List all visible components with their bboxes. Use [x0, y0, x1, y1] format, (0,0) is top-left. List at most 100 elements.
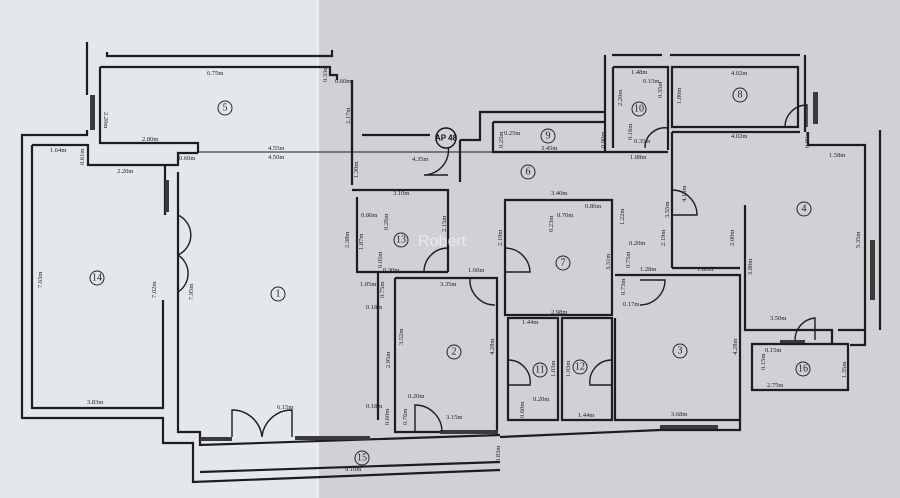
dim-label: 0.15m	[643, 78, 659, 85]
dim-label: 0.60m	[179, 155, 195, 162]
room-16-number: 16	[798, 364, 808, 375]
dim-label: 9.10m	[345, 466, 361, 473]
room-1-number: 1	[276, 289, 281, 300]
dim-label: 0.35m	[657, 82, 664, 98]
room-7-number: 7	[561, 258, 566, 269]
dim-label: 3.55m	[664, 202, 671, 218]
room-8-number: 8	[738, 90, 743, 101]
paper-left-panel	[0, 0, 318, 498]
room-11-number: 11	[535, 365, 545, 376]
dim-label: 0.18m	[366, 403, 382, 410]
dim-label: 3.10m	[393, 190, 409, 197]
dim-label: 1.44m	[522, 319, 538, 326]
dim-label: 3.50m	[770, 315, 786, 322]
dimension-labels: 6.75m 2.20m 2.80m 0.33m 0.60m 2.17m 1.64…	[37, 66, 862, 473]
dim-label: 5.35m	[855, 232, 862, 248]
dim-label: 2.19m	[660, 230, 667, 246]
dim-label: 4.35m	[412, 156, 428, 163]
dim-label: 1.22m	[619, 209, 626, 225]
dim-label: 4.50m	[268, 154, 284, 161]
dim-label: 2.38m	[344, 232, 351, 248]
dim-label: 7.63m	[37, 272, 44, 288]
dim-label: 3.40m	[551, 190, 567, 197]
dim-label: 2.98m	[551, 309, 567, 316]
dim-label: 3.15m	[446, 414, 462, 421]
dim-label: 0.60m	[384, 409, 391, 425]
dim-label: 0.15m	[760, 354, 767, 370]
dim-label: 1.44m	[578, 412, 594, 419]
doors	[177, 104, 816, 438]
dim-label: 1.03m	[550, 361, 557, 377]
dim-label: 1.88m	[630, 154, 646, 161]
windows	[90, 92, 875, 441]
dim-label: 0.70m	[557, 212, 573, 219]
dim-label: 4.13m	[681, 186, 688, 202]
room-6-number: 6	[526, 167, 531, 178]
dim-label: 0.16m	[627, 124, 634, 140]
dim-label: 0.15m	[765, 347, 781, 354]
dim-label: 0.35m	[634, 138, 650, 145]
dim-label: 4.02m	[731, 70, 747, 77]
dim-label: 4.02m	[731, 133, 747, 140]
apartment-label: AP 48	[435, 134, 458, 143]
dim-label: 0.20m	[629, 240, 645, 247]
dim-label: 6.15m	[277, 404, 293, 411]
dim-label: 0.18m	[366, 304, 382, 311]
dim-label: 1.30m	[353, 162, 360, 178]
dim-label: 0.86m	[361, 212, 377, 219]
dim-label: 0.17m	[623, 301, 639, 308]
room-2-number: 2	[452, 347, 457, 358]
dim-label: 2.95m	[385, 352, 392, 368]
dim-label: 1.80m	[676, 88, 683, 104]
room-15-number: 15	[357, 453, 367, 464]
dim-label: 3.83m	[87, 399, 103, 406]
dim-label: 3.80m	[747, 259, 754, 275]
dim-label: 0.05m	[377, 252, 384, 268]
dim-label: 1.60m	[468, 267, 484, 274]
room-9-number: 9	[546, 131, 551, 142]
dim-label: 0.20m	[533, 396, 549, 403]
dim-label: 1.58m	[829, 152, 845, 159]
dim-label: 0.90m	[804, 132, 811, 148]
dim-label: 0.60m	[519, 402, 526, 418]
dim-label: 0.73m	[620, 279, 627, 295]
dim-label: 0.86m	[585, 203, 601, 210]
dim-label: 3.52m	[398, 329, 405, 345]
room-numbers: 1 2 3 4 5 6 7 8 9 10 11 12 13 14 15 16	[89, 87, 812, 466]
dim-label: 1.48m	[631, 69, 647, 76]
dim-label: 2.19m	[497, 230, 504, 246]
room-4-number: 4	[802, 204, 807, 215]
dim-label: 0.25m	[504, 130, 520, 137]
dim-label: 0.75m	[625, 252, 632, 268]
dim-label: 1.35m	[841, 362, 848, 378]
dim-label: 0.75m	[379, 282, 386, 298]
dim-label: 2.00m	[729, 230, 736, 246]
dim-label: 0.25m	[498, 132, 505, 148]
dim-label: 0.26m	[383, 214, 390, 230]
dim-label: 2.17m	[345, 108, 352, 124]
dim-label: 0.61m	[79, 149, 86, 165]
dim-label: 1.87m	[358, 234, 365, 250]
dim-label: 4.28m	[489, 339, 496, 355]
dim-label: 0.23m	[548, 216, 555, 232]
dim-label: 2.80m	[142, 136, 158, 143]
room-13-number: 13	[396, 235, 406, 246]
dim-label: 1.03m	[565, 361, 572, 377]
apartment-badge: AP 48	[435, 127, 458, 149]
dim-label: 4.55m	[268, 145, 284, 152]
dim-label: 3.68m	[671, 411, 687, 418]
dim-label: 3.35m	[440, 281, 456, 288]
room-12-number: 12	[575, 362, 585, 373]
dim-label: 2.15m	[441, 216, 448, 232]
dim-label: 0.83m	[495, 446, 502, 462]
dim-label: 7.02m	[151, 282, 158, 298]
dim-label: 1.28m	[640, 266, 656, 273]
dim-label: 2.20m	[117, 168, 133, 175]
dim-label: 2.20m	[617, 90, 624, 106]
watermark: Robert	[418, 233, 467, 250]
room-10-number: 10	[634, 104, 644, 115]
dim-label: 3.31m	[605, 254, 612, 270]
dim-label: 0.33m	[322, 66, 329, 82]
dim-label: 0.76m	[402, 409, 409, 425]
